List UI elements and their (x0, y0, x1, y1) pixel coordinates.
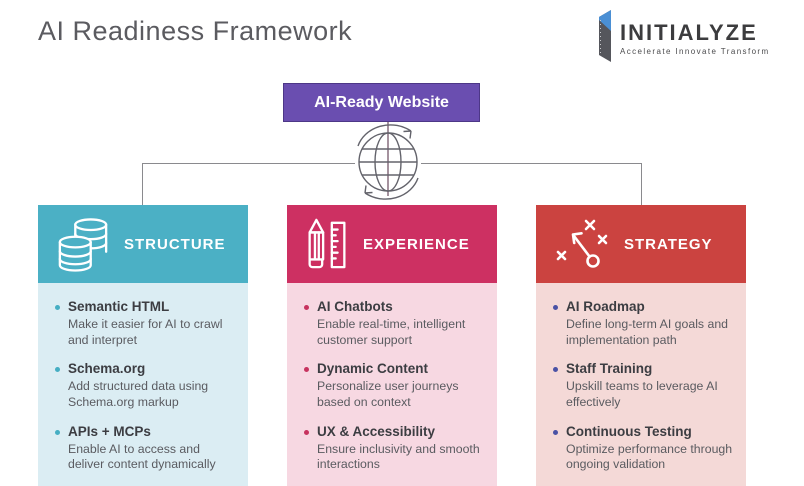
list-item: AI Chatbots Enable real-time, intelligen… (303, 299, 485, 348)
list-item: Continuous Testing Optimize performance … (552, 424, 734, 473)
root-node-label: AI-Ready Website (314, 93, 449, 111)
bullet-dot (553, 429, 558, 435)
connector-line-vertical-left (142, 163, 143, 205)
bullet-dot (55, 367, 60, 373)
list-item: Staff Training Upskill teams to leverage… (552, 361, 734, 410)
ai-readiness-framework-slide: { "page": { "title": "AI Readiness Frame… (38, 10, 770, 486)
card-structure-header: STRUCTURE (38, 205, 248, 283)
list-item: APIs + MCPs Enable AI to access and deli… (54, 424, 236, 473)
connector-line-horizontal-right (421, 163, 642, 164)
list-item: UX & Accessibility Ensure inclusivity an… (303, 424, 485, 473)
card-experience-header: EXPERIENCE (287, 205, 497, 283)
list-item: Semantic HTML Make it easier for AI to c… (54, 299, 236, 348)
card-experience: EXPERIENCE AI Chatbots Enable real-time,… (287, 205, 497, 486)
root-node-ai-ready-website: AI-Ready Website (283, 83, 480, 122)
card-structure-body: Semantic HTML Make it easier for AI to c… (38, 283, 248, 486)
bullet-dot (304, 367, 309, 373)
bullet-dot (55, 429, 60, 435)
connector-line-root-to-globe (387, 122, 389, 136)
card-strategy-header: STRATEGY (536, 205, 746, 283)
bullet-dot (304, 429, 309, 435)
logo-name: INITIALYZE (620, 20, 758, 45)
globe-icon (350, 122, 426, 205)
page-title: AI Readiness Framework (38, 16, 353, 46)
card-strategy: STRATEGY AI Roadmap Define long-term AI … (536, 205, 746, 486)
pencil-ruler-icon (305, 217, 349, 271)
bullet-dot (553, 305, 558, 310)
strategy-play-icon (554, 218, 610, 270)
database-icon (56, 216, 110, 272)
card-experience-body: AI Chatbots Enable real-time, intelligen… (287, 283, 497, 486)
card-experience-title: EXPERIENCE (363, 235, 470, 253)
connector-line-vertical-right (641, 163, 642, 205)
bullet-dot (553, 367, 558, 373)
card-structure-title: STRUCTURE (124, 235, 226, 253)
initialyze-banner-icon (596, 10, 614, 67)
list-item: Dynamic Content Personalize user journey… (303, 361, 485, 410)
bullet-dot (55, 305, 60, 310)
logo-tagline: Accelerate Innovate Transform (620, 47, 770, 56)
company-logo: INITIALYZE Accelerate Innovate Transform (596, 10, 770, 67)
list-item: AI Roadmap Define long-term AI goals and… (552, 299, 734, 348)
connector-line-horizontal-left (142, 163, 355, 164)
list-item: Schema.org Add structured data using Sch… (54, 361, 236, 410)
card-structure: STRUCTURE Semantic HTML Make it easier f… (38, 205, 248, 486)
card-strategy-body: AI Roadmap Define long-term AI goals and… (536, 283, 746, 486)
bullet-dot (304, 305, 309, 310)
card-strategy-title: STRATEGY (624, 235, 713, 253)
